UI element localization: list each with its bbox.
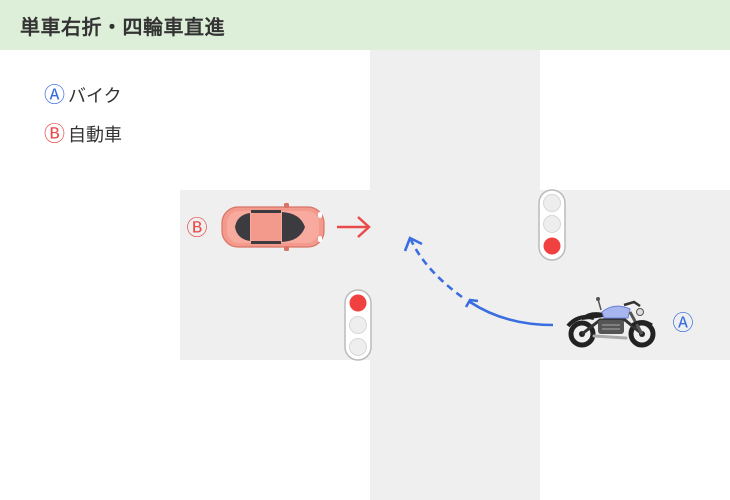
- legend-mark-a: Ⓐ: [44, 82, 65, 107]
- legend-item-bike: Ⓐ バイク: [44, 82, 122, 108]
- page-title: 単車右折・四輪車直進: [20, 14, 225, 39]
- signal-lamp-red: [543, 237, 561, 255]
- bike-path-arrow: [403, 236, 554, 327]
- car-label: Ⓑ: [187, 216, 208, 240]
- bike-path-dashed: [409, 239, 463, 299]
- traffic-signal-west: [344, 289, 372, 361]
- legend-label-car: 自動車: [68, 125, 122, 146]
- legend-mark-b: Ⓑ: [44, 121, 65, 146]
- signal-lamp-off: [349, 316, 367, 334]
- bike-label: Ⓐ: [673, 311, 694, 335]
- car-icon: [221, 203, 325, 251]
- bike-path-solid: [469, 300, 554, 327]
- signal-lamp-red: [349, 294, 367, 312]
- car-path-arrow: [337, 216, 371, 238]
- header-bar: 単車右折・四輪車直進: [0, 0, 730, 50]
- legend: Ⓐ バイク Ⓑ 自動車: [44, 82, 122, 160]
- signal-lamp-off: [543, 194, 561, 212]
- signal-lamp-off: [349, 338, 367, 356]
- traffic-signal-east: [538, 189, 566, 261]
- legend-item-car: Ⓑ 自動車: [44, 121, 122, 147]
- motorcycle-icon: [566, 297, 656, 348]
- legend-label-bike: バイク: [68, 86, 122, 107]
- bike-path-arrowhead: [464, 298, 479, 308]
- signal-lamp-off: [543, 215, 561, 233]
- bike-path-dashed-arrowhead: [403, 236, 423, 252]
